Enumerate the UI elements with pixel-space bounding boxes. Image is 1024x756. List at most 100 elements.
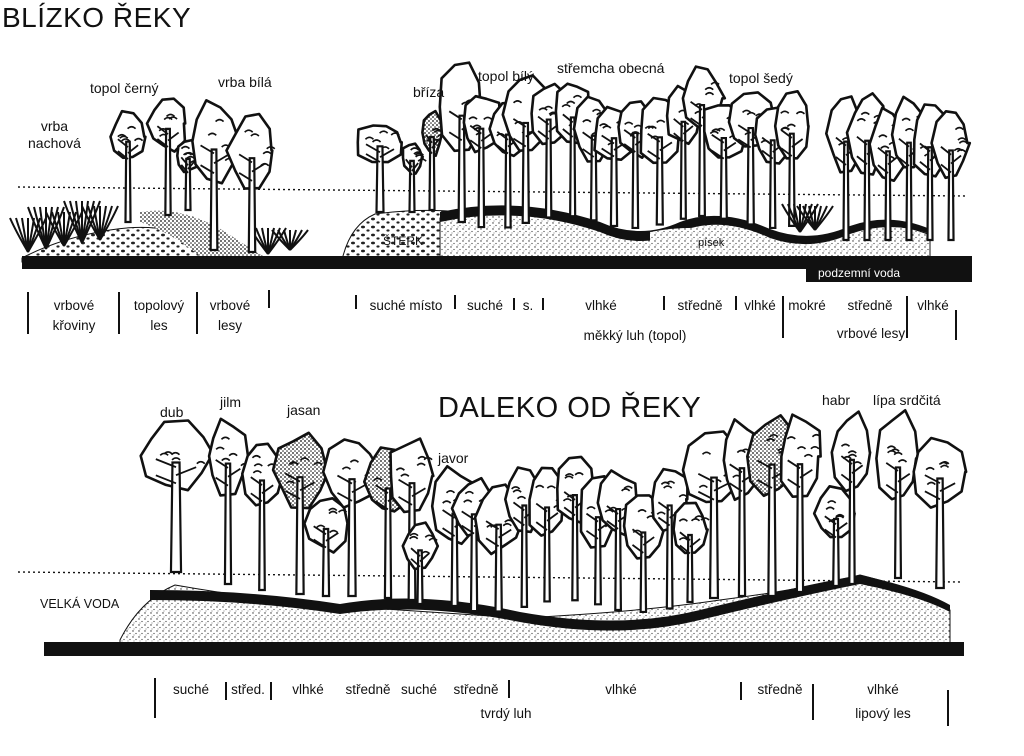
- shrub-icon: [45, 211, 83, 247]
- zone-suche-b2: suché: [400, 682, 438, 697]
- tree-icon: [875, 409, 920, 580]
- zone-divider: [542, 298, 544, 310]
- tree-layer: [9, 61, 972, 614]
- zone-vlhke-2: vlhké: [744, 298, 776, 313]
- tree-icon: [773, 90, 810, 228]
- tree-icon: [779, 413, 822, 594]
- zone-divider: [782, 296, 784, 338]
- label-lipa: lípa srdčitá: [873, 392, 941, 408]
- zone-tvrdy-luh: tvrdý luh: [480, 706, 532, 721]
- zone-s: s.: [522, 298, 534, 313]
- zone-divider: [154, 678, 156, 718]
- label-stremcha: střemcha obecná: [557, 60, 665, 76]
- zone-suche-b1: suché: [172, 682, 210, 697]
- zone-vlhke-b1: vlhké: [292, 682, 324, 697]
- zone-divider: [225, 682, 227, 700]
- zone-stredne-b1: středně: [345, 682, 391, 697]
- shrub-icon: [796, 205, 834, 231]
- zone-divider: [735, 296, 737, 310]
- label-vrba-bila: vrba bílá: [218, 74, 272, 90]
- zone-divider: [270, 682, 272, 700]
- zone-divider: [355, 295, 357, 309]
- zone-stred: střed.: [231, 682, 265, 697]
- zone-divider: [508, 680, 510, 698]
- label-javor: javor: [438, 450, 469, 466]
- tree-icon: [321, 438, 382, 598]
- tree-icon: [109, 109, 147, 224]
- water-level-line-bottom: [17, 571, 961, 583]
- shrub-icon: [81, 205, 119, 241]
- tree-icon: [421, 109, 447, 212]
- tree-icon: [930, 110, 972, 242]
- zone-stredne-b2: středně: [453, 682, 499, 697]
- zone-vlhke-b2: vlhké: [605, 682, 637, 697]
- tree-icon: [672, 501, 710, 604]
- zone-vlhke-b3: vlhké: [867, 682, 899, 697]
- zone-stredne-1: středně: [677, 298, 723, 313]
- ground-bar-bottom: [44, 642, 964, 656]
- tree-icon: [401, 521, 440, 606]
- shrub-icon: [271, 229, 309, 251]
- label-topol-bily: topol bílý: [478, 68, 535, 84]
- zone-vlhke-3: vlhké: [917, 298, 949, 313]
- zone-suche: suché: [466, 298, 504, 313]
- tree-icon: [303, 497, 349, 598]
- zone-divider: [906, 296, 908, 338]
- label-pisek: písek: [698, 237, 725, 249]
- label-vrba-nachova: vrba nachová: [28, 118, 81, 151]
- zone-topolovy-les: topolový les: [133, 298, 185, 333]
- tree-icon: [207, 417, 254, 586]
- zone-divider: [955, 310, 957, 340]
- tree-icon: [225, 112, 276, 254]
- zone-suche-misto: suché místo: [369, 298, 443, 313]
- zone-divider: [454, 295, 456, 309]
- zone-mokre: mokré: [788, 298, 826, 313]
- title-far-from-river: DALEKO OD ŘEKY: [438, 392, 702, 424]
- tree-icon: [145, 97, 187, 217]
- tree-icon: [139, 419, 216, 574]
- zone-stredne-b3: středně: [757, 682, 803, 697]
- label-briza: bříza: [413, 84, 445, 100]
- zone-mekky-luh: měkký luh (topol): [583, 328, 687, 343]
- label-habr: habr: [822, 392, 851, 408]
- zone-vrbove-kroviny: vrbové křoviny: [52, 298, 96, 333]
- zone-vlhke-1: vlhké: [585, 298, 617, 313]
- label-podzemni-voda: podzemní voda: [818, 266, 901, 280]
- label-jasan: jasan: [287, 402, 321, 418]
- zone-divider: [663, 296, 665, 310]
- zone-stredne-2: středně: [847, 298, 893, 313]
- tree-icon: [389, 437, 435, 602]
- zone-vrbove-lesy-2: vrbové lesy: [836, 326, 906, 341]
- label-jilm: jilm: [220, 394, 241, 410]
- tree-icon: [528, 466, 567, 603]
- zone-vrbove-lesy: vrbové lesy: [209, 298, 251, 333]
- zone-divider: [812, 684, 814, 720]
- label-dub: dub: [160, 404, 184, 420]
- ground-bar-top: [22, 256, 972, 269]
- tree-icon: [401, 142, 427, 214]
- tree-icon: [191, 99, 241, 252]
- tree-icon: [462, 94, 505, 229]
- tree-icon: [830, 410, 872, 586]
- zone-divider: [268, 290, 270, 308]
- tree-icon: [356, 124, 403, 214]
- groundwater-band: [806, 262, 972, 282]
- shrub-icon: [9, 217, 47, 253]
- tree-icon: [271, 431, 331, 596]
- zone-divider: [740, 682, 742, 700]
- title-near-river: BLÍZKO ŘEKY: [2, 2, 192, 33]
- label-topol-sedy: topol šedý: [729, 70, 793, 86]
- water-level-line-top: [17, 186, 966, 197]
- tree-icon: [912, 436, 968, 590]
- label-sterk: ŠTĚRK: [383, 234, 424, 248]
- zone-divider: [118, 292, 120, 334]
- zone-divider: [27, 292, 29, 334]
- label-topol-cerny: topol černý: [90, 80, 159, 96]
- zone-divider: [947, 690, 949, 726]
- zone-divider: [513, 298, 515, 310]
- label-velka-voda: VELKÁ VODA: [40, 597, 120, 611]
- zone-divider: [196, 292, 198, 334]
- zone-lipovy-les: lipový les: [855, 706, 911, 721]
